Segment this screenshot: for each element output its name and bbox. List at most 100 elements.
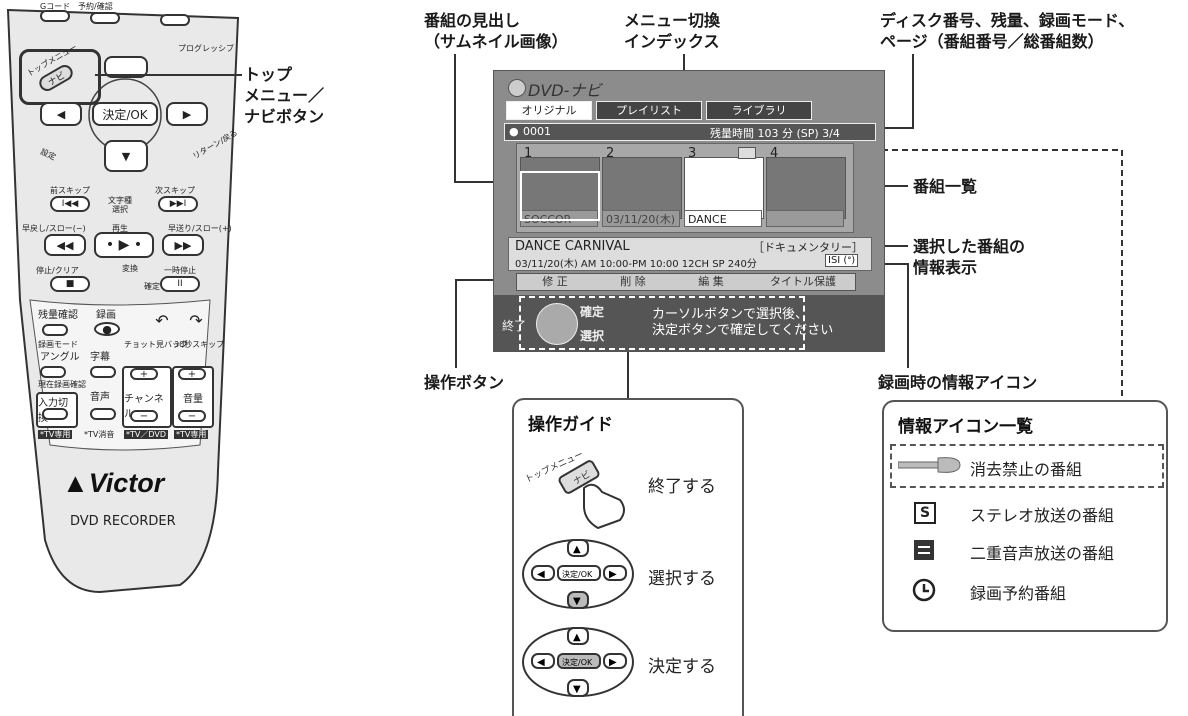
left-button[interactable]: ◀ bbox=[40, 102, 82, 126]
kakutei-label: 確定 bbox=[144, 282, 160, 291]
angle-button[interactable] bbox=[40, 366, 66, 378]
volume-up-button[interactable]: + bbox=[178, 368, 206, 380]
select-keypad-icon: ▲ ▼ ◀ ▶ 決定/OK bbox=[522, 539, 634, 609]
play-button[interactable]: • ▶ • bbox=[94, 232, 154, 258]
tv-dvd-label: *TV／DVD bbox=[124, 430, 169, 439]
edit-button[interactable]: 編 集 bbox=[698, 275, 724, 288]
tv-mute-label: *TV消音 bbox=[84, 430, 115, 439]
henkan-label: 変換 bbox=[122, 264, 138, 273]
channel-label: チャンネル bbox=[124, 394, 164, 420]
operation-guide-title: 操作ガイド bbox=[528, 415, 613, 435]
victor-logo: ▲Victor bbox=[62, 468, 164, 499]
thumb-callout: 番組の見出し （サムネイル画像） bbox=[424, 11, 568, 51]
stop-button[interactable]: ■ bbox=[50, 276, 90, 292]
icon-legend-title: 情報アイコン一覧 bbox=[898, 417, 1034, 437]
thumb-number-2: 2 bbox=[606, 146, 615, 161]
chotto-mi-label: チョット見バック bbox=[124, 340, 188, 349]
remaining-time: 残量時間 103 分 (SP) 3/4 bbox=[710, 127, 840, 140]
thumb-number-1: 1 bbox=[524, 146, 533, 161]
legend-bilingual-label: 二重音声放送の番組 bbox=[970, 544, 1115, 563]
yoyaku-label: 予約/確認 bbox=[78, 2, 113, 11]
delete-button[interactable]: 削 除 bbox=[620, 275, 646, 288]
forward-arrow-icon: ↷ bbox=[189, 310, 203, 330]
prev-skip-label: 前スキップ bbox=[50, 186, 90, 195]
volume-down-button[interactable]: − bbox=[178, 410, 206, 422]
genzai-label: 現在録画確認 bbox=[38, 380, 86, 389]
nyuryoku-button[interactable] bbox=[42, 408, 68, 420]
program-list-callout: 番組一覧 bbox=[913, 177, 978, 196]
ok-button[interactable]: 決定/OK bbox=[92, 102, 158, 126]
jimaku-label: 字幕 bbox=[90, 352, 110, 363]
fast-forward-button[interactable]: ▶▶ bbox=[162, 234, 204, 256]
program-genre: ［ドキュメンタリー］ bbox=[753, 241, 863, 254]
plus-icon: + bbox=[139, 368, 149, 380]
rec-icon-callout: 録画時の情報アイコン bbox=[878, 373, 1038, 392]
up-button[interactable] bbox=[104, 56, 148, 78]
tab-library[interactable]: ライブラリ bbox=[706, 101, 812, 120]
gcode-label: Gコード bbox=[40, 2, 71, 11]
channel-up-button[interactable]: + bbox=[130, 368, 158, 380]
onsei-button[interactable] bbox=[90, 408, 116, 420]
thumb-label-4 bbox=[766, 210, 844, 227]
right-button[interactable]: ▶ bbox=[166, 102, 208, 126]
brand-label: Victor bbox=[88, 468, 165, 498]
program-thumb-2[interactable] bbox=[602, 157, 682, 219]
minus-icon: − bbox=[187, 410, 197, 422]
angle-label: アングル bbox=[40, 352, 80, 363]
thumb-number-4: 4 bbox=[770, 146, 779, 161]
thumb-label-2: 03/11/20(木) bbox=[602, 210, 680, 227]
svg-text:決定/OK: 決定/OK bbox=[562, 657, 593, 667]
legend-protect-label: 消去禁止の番組 bbox=[970, 460, 1083, 479]
yoyaku-button[interactable] bbox=[90, 12, 120, 24]
title-protect-button[interactable]: タイトル保護 bbox=[770, 275, 836, 288]
tab-playlist[interactable]: プレイリスト bbox=[596, 101, 702, 120]
progressive-button[interactable] bbox=[160, 14, 190, 26]
channel-down-button[interactable]: − bbox=[130, 410, 158, 422]
zanryo-button[interactable] bbox=[42, 324, 68, 336]
next-skip-button[interactable]: ▶▶I bbox=[158, 196, 198, 212]
legend-highlight bbox=[890, 444, 1164, 488]
stereo-icon: S bbox=[914, 502, 936, 524]
op-buttons-callout: 操作ボタン bbox=[424, 373, 505, 392]
top-navi-callout: トップ メニュー／ ナビボタン bbox=[244, 65, 325, 126]
gcode-button[interactable] bbox=[40, 10, 70, 22]
down-button[interactable]: ▼ bbox=[104, 140, 148, 172]
thumb-label-3: DANCE bbox=[684, 210, 762, 227]
guide-highlight bbox=[519, 296, 805, 350]
thumb-number-3: 3 bbox=[688, 146, 697, 161]
guide-text: カーソルボタンで選択後、 決定ボタンで確定してください bbox=[652, 307, 834, 338]
cursor-pad-icon bbox=[536, 303, 578, 345]
rec-button[interactable]: ● bbox=[94, 322, 120, 336]
tab-original[interactable]: オリジナル bbox=[506, 101, 592, 120]
program-thumb-3[interactable] bbox=[684, 157, 764, 219]
pause-button[interactable]: II bbox=[160, 276, 200, 292]
svg-text:▶: ▶ bbox=[609, 569, 617, 580]
legend-timer-label: 録画予約番組 bbox=[970, 584, 1067, 603]
program-thumb-4[interactable] bbox=[766, 157, 846, 219]
skip30-label: 30秒スキップ bbox=[174, 340, 225, 349]
play-label: 再生 bbox=[112, 224, 128, 233]
down-arrow-icon: ▼ bbox=[121, 149, 131, 163]
skip30-button[interactable]: ↷ bbox=[180, 310, 212, 330]
rokuga-label: 録画 bbox=[96, 310, 116, 321]
jimaku-button[interactable] bbox=[90, 366, 116, 378]
next-skip-label: 次スキップ bbox=[155, 186, 195, 195]
pause-label: 一時停止 bbox=[164, 266, 196, 275]
svg-text:▲: ▲ bbox=[573, 632, 581, 643]
program-thumb-1[interactable] bbox=[520, 157, 600, 219]
protect-key-icon bbox=[738, 147, 756, 159]
progressive-label: プログレッシブ bbox=[178, 44, 234, 53]
legend-stereo-label: ステレオ放送の番組 bbox=[970, 506, 1115, 525]
navi-press-icon: トップメニュー ナビ bbox=[524, 449, 625, 530]
volume-label: 音量 bbox=[183, 394, 203, 405]
chotto-mi-button[interactable]: ↶ bbox=[146, 310, 178, 330]
prev-skip-button[interactable]: I◀◀ bbox=[50, 196, 90, 212]
guide-confirm-text: 決定する bbox=[648, 657, 716, 677]
ok-button-label: 決定/OK bbox=[102, 107, 148, 122]
edit-fix-button[interactable]: 修 正 bbox=[542, 275, 568, 288]
selection-cursor bbox=[520, 171, 600, 221]
rewind-button[interactable]: ◀◀ bbox=[44, 234, 86, 256]
svg-text:▼: ▼ bbox=[573, 684, 581, 695]
disc-info-bar: ● 0001 残量時間 103 分 (SP) 3/4 bbox=[504, 123, 876, 141]
guide-kakutei-label: 確定 bbox=[580, 305, 605, 319]
